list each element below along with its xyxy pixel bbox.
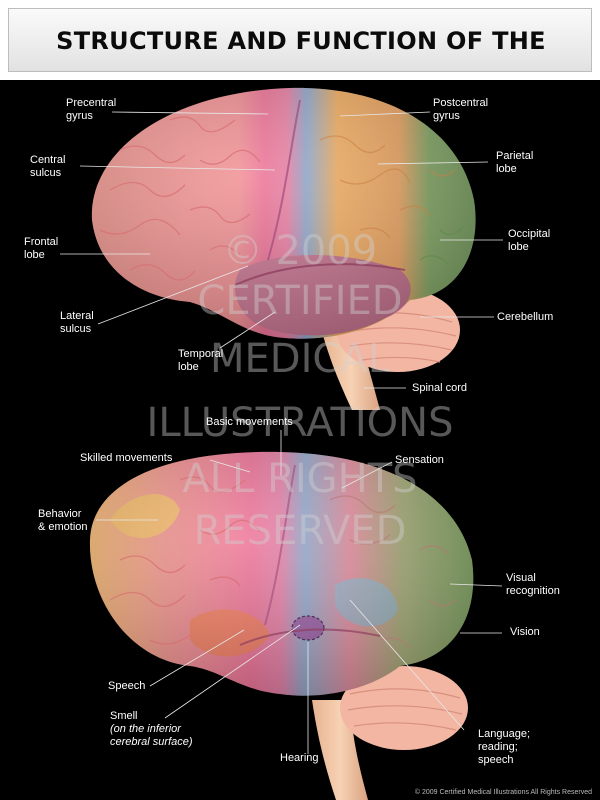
label-speech: Speech	[108, 680, 146, 692]
label-temporal-lobe: Temporal lobe	[178, 348, 223, 374]
watermark-line: © 2009	[222, 228, 378, 274]
label-line: sulcus	[60, 323, 92, 335]
label-line: reading;	[478, 741, 518, 753]
label-line: speech	[478, 754, 514, 766]
smell-note: (on the inferior	[110, 723, 193, 736]
label-smell: Smell (on the inferior cerebral surface)	[110, 710, 193, 749]
label-line: cerebral surface)	[110, 736, 193, 748]
label-line: gyrus	[433, 110, 460, 122]
label-central-sulcus: Central sulcus	[30, 154, 65, 180]
illustration-frame: © 2009 CERTIFIED MEDICAL ILLUSTRATIONS A…	[0, 80, 600, 800]
label-line: (on the inferior	[110, 723, 181, 735]
label-cerebellum: Cerebellum	[497, 311, 554, 323]
label-line: Smell	[110, 710, 138, 722]
label-line: Central	[30, 154, 66, 166]
watermark-line: RESERVED	[193, 508, 407, 554]
top-brain	[91, 87, 476, 410]
copyright-notice: © 2009 Certified Medical Illustrations A…	[414, 789, 592, 796]
label-precentral-gyrus: Precentral gyrus	[66, 97, 116, 123]
watermark-line: CERTIFIED	[197, 278, 403, 324]
label-line: sulcus	[30, 167, 62, 179]
bottom-spinal-cord	[312, 700, 368, 800]
label-lateral-sulcus: Lateral sulcus	[60, 310, 94, 336]
label-line: gyrus	[66, 110, 93, 122]
brain-illustration	[60, 87, 503, 800]
label-line: Postcentral	[433, 97, 489, 109]
label-vision: Vision	[510, 626, 540, 638]
label-line: Occipital	[508, 228, 551, 240]
label-line: lobe	[178, 361, 199, 373]
label-line: Frontal	[24, 236, 59, 248]
label-line: & emotion	[38, 521, 88, 533]
header: STRUCTURE AND FUNCTION OF THE BRAIN	[0, 0, 600, 119]
label-occipital-lobe: Occipital lobe	[508, 228, 550, 254]
label-line: Temporal	[178, 348, 224, 360]
label-line: Precentral	[66, 97, 117, 109]
label-hearing: Hearing	[280, 752, 319, 764]
title-panel: STRUCTURE AND FUNCTION OF THE BRAIN	[8, 8, 592, 119]
watermark-line: ALL RIGHTS	[182, 456, 418, 502]
page-title: STRUCTURE AND FUNCTION OF THE BRAIN	[56, 27, 546, 119]
label-line: Lateral	[60, 310, 94, 322]
label-language: Language; reading; speech	[478, 728, 530, 767]
label-basic-movements: Basic movements	[206, 416, 293, 428]
label-visual-recognition: Visual recognition	[506, 572, 560, 598]
top-spinal-cord	[322, 332, 380, 410]
label-line: lobe	[24, 249, 45, 261]
label-parietal-lobe: Parietal lobe	[496, 150, 533, 176]
label-line: lobe	[496, 163, 517, 175]
label-spinal-cord: Spinal cord	[412, 382, 468, 394]
label-sensation: Sensation	[395, 454, 444, 466]
label-line: Language;	[478, 728, 530, 740]
watermark-line: ILLUSTRATIONS	[146, 400, 454, 446]
label-line: Parietal	[496, 150, 534, 162]
label-postcentral-gyrus: Postcentral gyrus	[433, 97, 488, 123]
label-line: lobe	[508, 241, 529, 253]
top-leader-lines	[60, 111, 503, 389]
smell-note: cerebral surface)	[110, 736, 193, 749]
label-line: Behavior	[38, 508, 82, 520]
label-behavior-emotion: Behavior & emotion	[38, 508, 88, 534]
bottom-brain	[89, 451, 474, 800]
bottom-leader-lines	[96, 430, 503, 754]
bottom-cerebellum	[340, 666, 468, 750]
label-frontal-lobe: Frontal lobe	[24, 236, 58, 262]
label-skilled-movements: Skilled movements	[80, 452, 173, 464]
label-line: recognition	[506, 585, 560, 597]
label-line: Visual	[506, 572, 536, 584]
watermark-line: MEDICAL	[210, 336, 390, 382]
